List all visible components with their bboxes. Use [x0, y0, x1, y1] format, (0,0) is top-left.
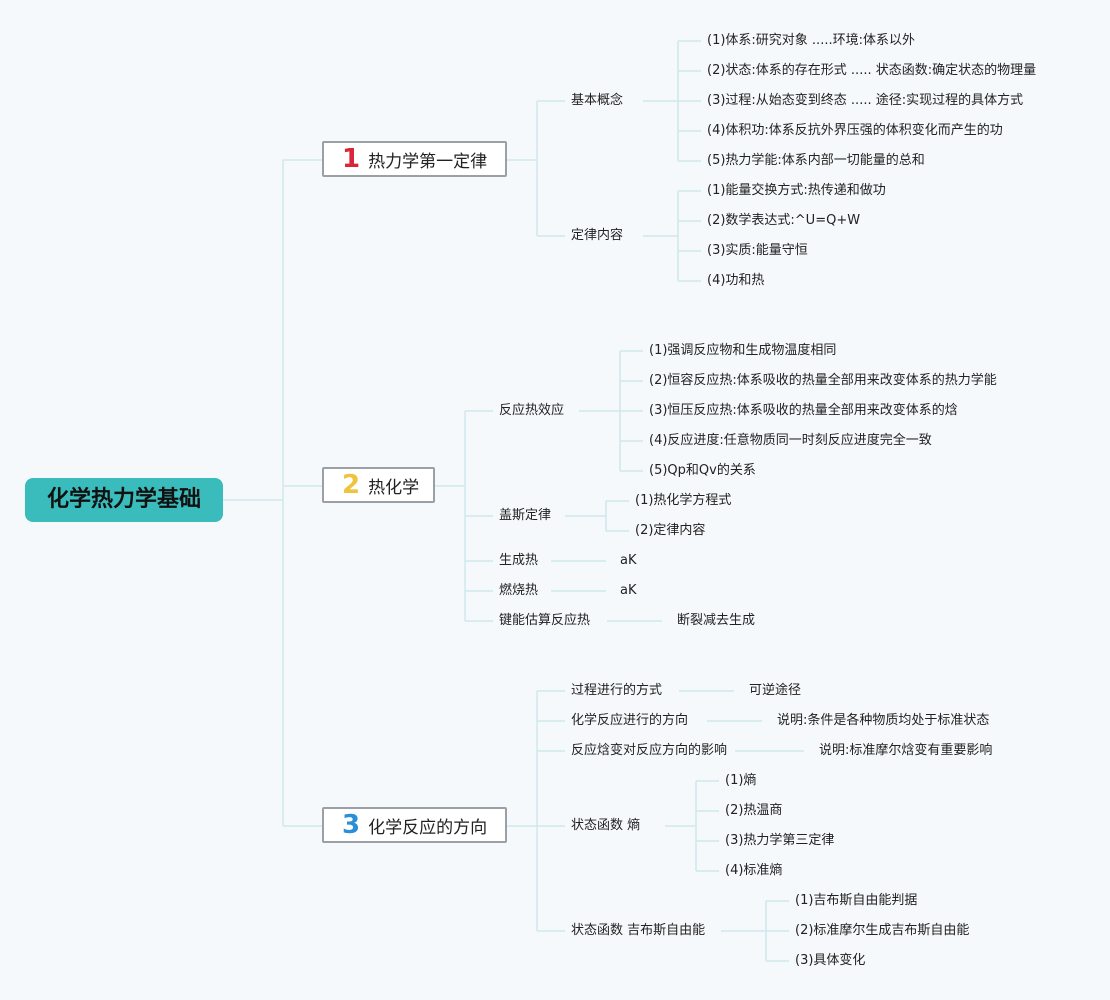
leaf-item[interactable]: 断裂减去生成 [677, 613, 756, 628]
section-thermochemistry[interactable]: 2 热化学 [322, 467, 435, 503]
branch-label[interactable]: 状态函数 熵 [571, 818, 641, 833]
branch-label[interactable]: 反应焓变对反应方向的影响 [571, 743, 728, 758]
leaf-item[interactable]: (3)恒压反应热:体系吸收的热量全部用来改变体系的焓 [649, 403, 958, 418]
leaf-item[interactable]: (5)Qp和Qv的关系 [649, 463, 756, 478]
leaf-item[interactable]: (4)标准熵 [725, 863, 783, 878]
leaf-item[interactable]: (1)强调反应物和生成物温度相同 [649, 343, 837, 358]
branch-label[interactable]: 基本概念 [571, 93, 624, 108]
leaf-item[interactable]: (4)功和热 [707, 273, 765, 288]
branch-label[interactable]: 化学反应进行的方向 [571, 713, 689, 728]
section-title: 化学反应的方向 [368, 817, 488, 838]
section-first-law[interactable]: 1 热力学第一定律 [322, 141, 507, 177]
section-reaction-direction[interactable]: 3 化学反应的方向 [322, 807, 507, 843]
leaf-item[interactable]: (2)恒容反应热:体系吸收的热量全部用来改变体系的热力学能 [649, 373, 997, 388]
branch-label[interactable]: 燃烧热 [499, 583, 539, 598]
leaf-item[interactable]: (1)体系:研究对象 .....环境:体系以外 [707, 33, 915, 48]
leaf-item[interactable]: (3)过程:从始态变到终态 ..... 途径:实现过程的具体方式 [707, 93, 1024, 108]
leaf-item[interactable]: 说明:标准摩尔焓变有重要影响 [819, 743, 993, 758]
leaf-item[interactable]: (2)状态:体系的存在形式 ..... 状态函数:确定状态的物理量 [707, 63, 1037, 78]
section-title: 热化学 [368, 477, 420, 498]
leaf-item[interactable]: (1)能量交换方式:热传递和做功 [707, 183, 886, 198]
branch-label[interactable]: 过程进行的方式 [571, 683, 663, 698]
leaf-item[interactable]: (1)熵 [725, 773, 757, 788]
leaf-item[interactable]: (3)实质:能量守恒 [707, 243, 808, 258]
leaf-item[interactable]: 说明:条件是各种物质均处于标准状态 [777, 713, 990, 728]
leaf-item[interactable]: (3)热力学第三定律 [725, 833, 835, 848]
leaf-item[interactable]: (2)热温商 [725, 803, 783, 818]
section-number-3: 3 [342, 810, 361, 840]
section-title: 热力学第一定律 [368, 151, 488, 172]
leaf-item[interactable]: aK [620, 553, 637, 568]
leaf-item[interactable]: aK [620, 583, 637, 598]
leaf-item[interactable]: (4)反应进度:任意物质同一时刻反应进度完全一致 [649, 433, 932, 448]
branch-label[interactable]: 生成热 [499, 553, 539, 568]
leaf-item[interactable]: (2)定律内容 [635, 523, 706, 538]
leaf-item[interactable]: (1)吉布斯自由能判据 [795, 893, 918, 908]
section-number-1: 1 [342, 144, 361, 174]
leaf-item[interactable]: (5)热力学能:体系内部一切能量的总和 [707, 153, 925, 168]
section-number-2: 2 [342, 470, 361, 500]
leaf-item[interactable]: (2)数学表达式:^U=Q+W [707, 213, 861, 228]
branch-label[interactable]: 键能估算反应热 [499, 613, 591, 628]
branch-label[interactable]: 状态函数 吉布斯自由能 [571, 923, 706, 938]
branch-label[interactable]: 反应热效应 [499, 403, 565, 418]
leaf-item[interactable]: 可逆途径 [749, 683, 802, 698]
leaf-item[interactable]: (1)热化学方程式 [635, 493, 732, 508]
root-topic[interactable]: 化学热力学基础 [25, 478, 223, 522]
branch-label[interactable]: 盖斯定律 [499, 508, 552, 523]
branch-label[interactable]: 定律内容 [571, 228, 624, 243]
leaf-item[interactable]: (3)具体变化 [795, 953, 866, 968]
leaf-item[interactable]: (4)体积功:体系反抗外界压强的体积变化而产生的功 [707, 123, 1003, 138]
leaf-item[interactable]: (2)标准摩尔生成吉布斯自由能 [795, 923, 970, 938]
